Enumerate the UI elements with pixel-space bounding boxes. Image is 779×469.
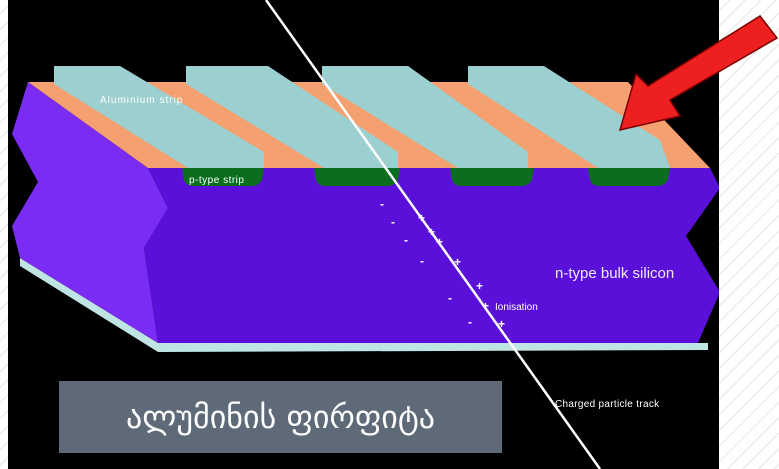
negative-charge: - [404,233,408,247]
red-arrow-icon [618,15,779,132]
red-arrow-shape [618,15,779,132]
negative-charges: - - - - - - [380,197,472,329]
bulk-silicon-label: n-type bulk silicon [555,265,675,282]
aluminium-strip-4 [468,66,670,168]
p-type-strip-3 [450,168,534,186]
particle-track [264,0,602,469]
caption-box: ალუმინის ფირფიტა [59,381,502,453]
positive-charge: + [428,225,435,239]
positive-charges: + + + + + + + [418,211,505,331]
p-type-strip-label: p-type strip [189,175,245,186]
aluminium-strip-label: Aluminium strip [100,95,184,106]
n-type-bulk [144,168,719,343]
silicon-detector-cross-section: - - - - - - + + + + + + + [12,0,719,469]
ionisation-label: Ionisation [495,302,538,313]
positive-charge: + [454,255,461,269]
aluminium-strip-1 [54,66,264,168]
aluminium-strip-2 [186,66,398,168]
negative-charge: - [420,254,424,268]
positive-charge: + [482,299,489,313]
p-type-strip-1 [182,168,264,186]
positive-charge: + [498,317,505,331]
caption-text: ალუმინის ფირფიტა [125,398,436,436]
p-type-strip-4 [588,168,670,186]
positive-charge: + [418,211,425,225]
negative-charge: - [380,197,384,211]
bulk-side-face [12,82,168,343]
particle-track-label: Charged particle track [555,399,660,410]
p-type-strip-2 [314,168,400,186]
positive-charge: + [436,235,443,249]
negative-charge: - [391,215,395,229]
negative-charge: - [468,315,472,329]
detector-diagram: - - - - - - + + + + + + + Aluminium stri… [8,0,719,469]
positive-charge: + [476,279,483,293]
negative-charge: - [448,291,452,305]
aluminium-strip-3 [322,66,528,168]
